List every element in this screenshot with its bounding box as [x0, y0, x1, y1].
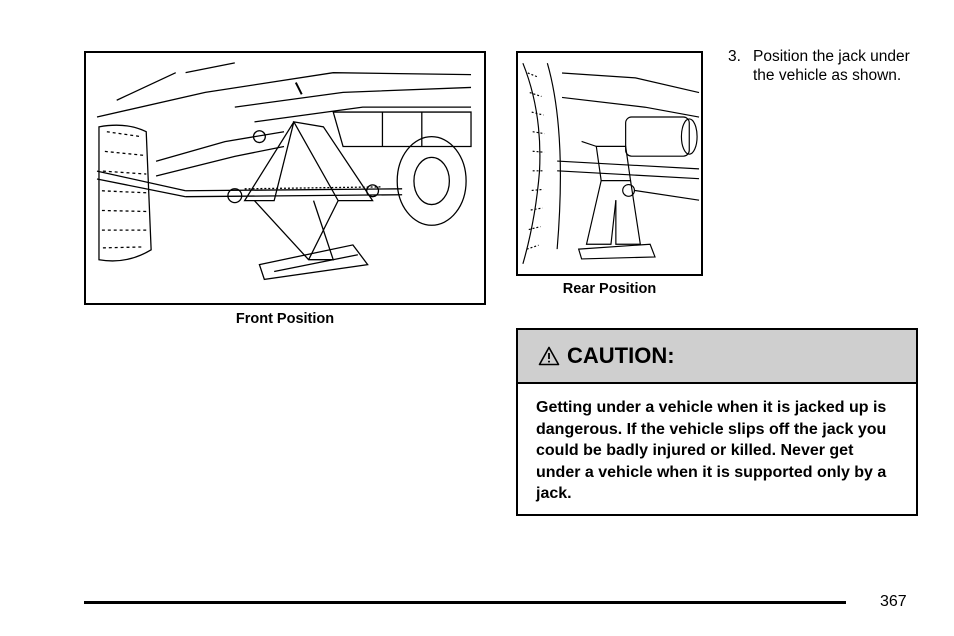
footer-rule — [84, 601, 846, 604]
caution-title: CAUTION: — [567, 343, 675, 368]
warning-triangle-icon — [538, 346, 560, 366]
front-jack-drawing — [96, 62, 472, 281]
front-position-caption: Front Position — [235, 311, 335, 327]
caution-header: CAUTION: — [518, 330, 916, 384]
caution-box: CAUTION: Getting under a vehicle when it… — [516, 328, 918, 516]
rear-position-illustration — [516, 51, 703, 276]
caution-text: Getting under a vehicle when it is jacke… — [536, 399, 887, 502]
rear-jack-drawing — [522, 62, 700, 264]
step-number: 3. — [728, 48, 741, 65]
step-text: Position the jack under the vehicle as s… — [753, 48, 910, 84]
front-position-illustration — [84, 51, 486, 305]
page-number: 367 — [880, 593, 907, 610]
rear-position-caption: Rear Position — [562, 281, 657, 297]
